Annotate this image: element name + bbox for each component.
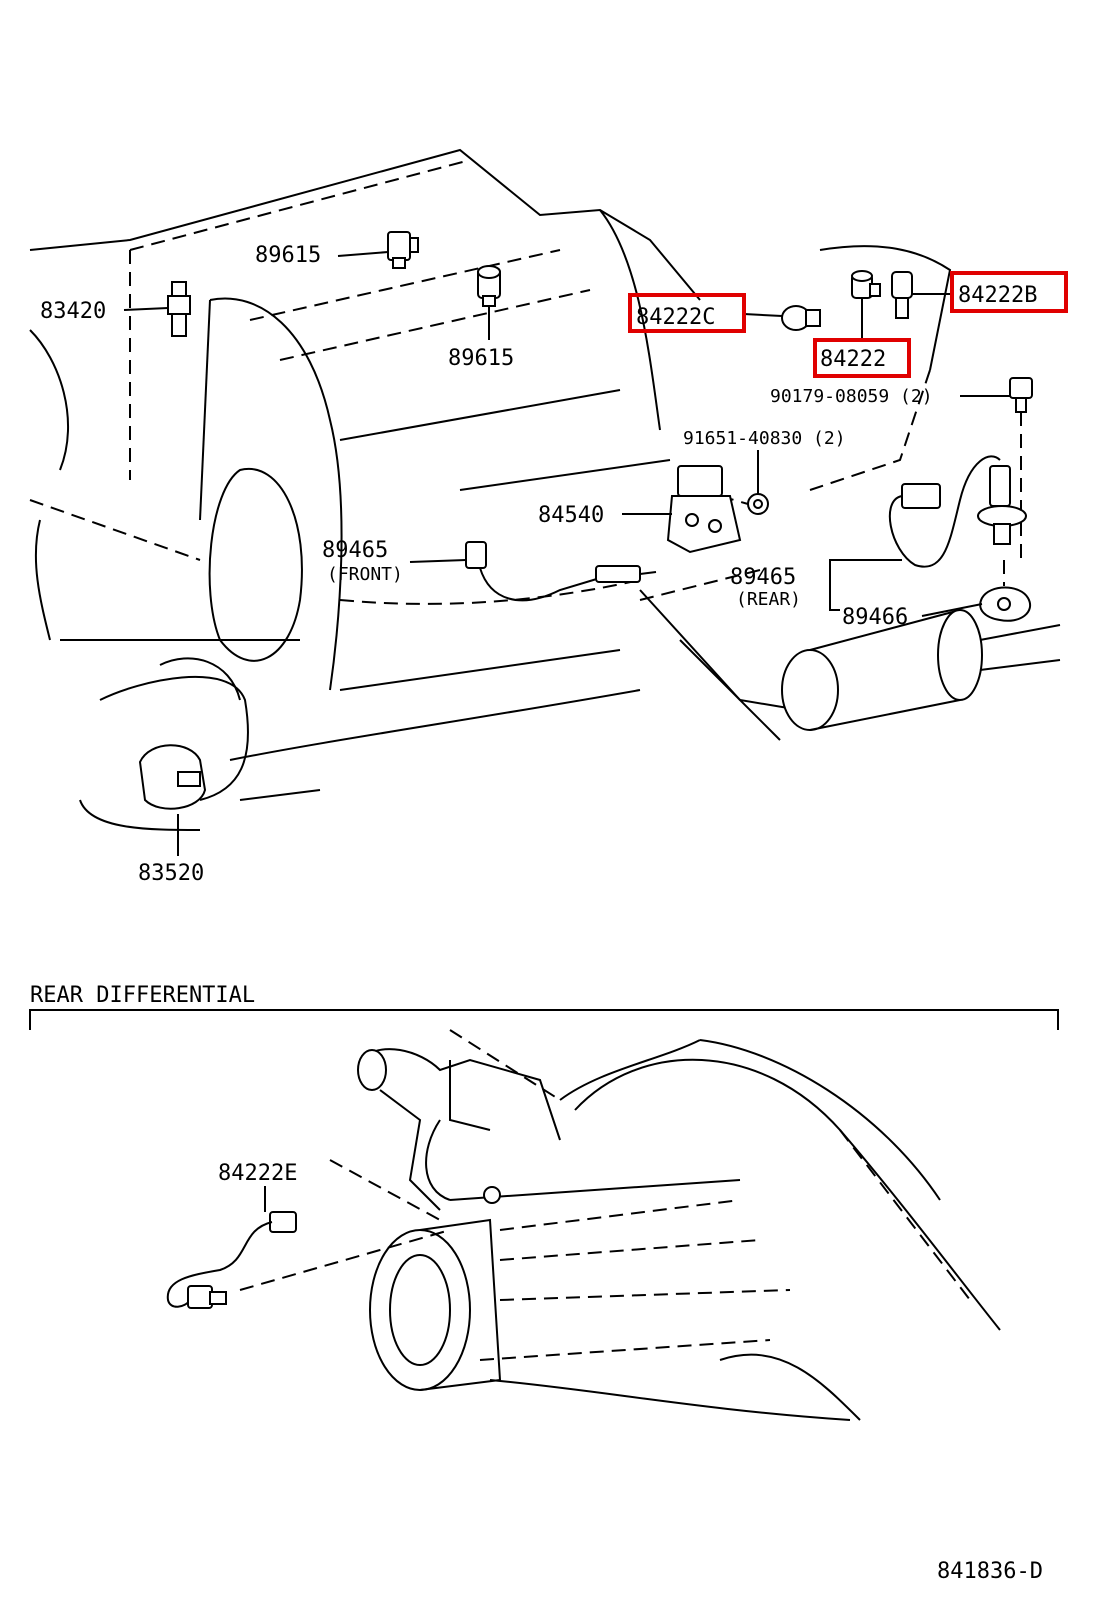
sensor-84222b[interactable]: [891, 271, 913, 319]
highlight-boxes: [628, 271, 1068, 378]
oxygen-sensor-front[interactable]: [465, 541, 657, 602]
label-90179: 90179-08059 (2): [770, 386, 933, 407]
gasket-89466[interactable]: [979, 586, 1031, 622]
oxygen-sensor-rear[interactable]: [888, 455, 1027, 568]
leader-lines: [123, 251, 1010, 856]
label-83520: 83520: [138, 861, 204, 886]
exhaust-system: [639, 245, 1061, 741]
label-89465-rear: 89465: [730, 565, 796, 590]
bolt-90179[interactable]: [1009, 377, 1033, 413]
label-84222: 84222: [820, 347, 886, 372]
label-84222e: 84222E: [218, 1161, 297, 1186]
highlight-84222: [813, 338, 911, 378]
label-84222b: 84222B: [958, 283, 1037, 308]
label-84222c: 84222C: [636, 305, 715, 330]
engine-outline: [29, 148, 761, 831]
label-rear: (REAR): [736, 589, 801, 610]
nut-91651[interactable]: [747, 493, 769, 515]
label-front: (FRONT): [327, 564, 403, 585]
highlight-84222c: [628, 293, 746, 333]
sensor-83520[interactable]: [138, 744, 207, 810]
sensor-84222e[interactable]: [166, 1211, 297, 1309]
sensor-83420[interactable]: [167, 281, 191, 337]
label-89466: 89466: [842, 605, 908, 630]
switch-84540[interactable]: [666, 465, 742, 554]
sensor-89615-middle[interactable]: [477, 265, 501, 307]
label-84540: 84540: [538, 503, 604, 528]
section-title-rear-differential: REAR DIFFERENTIAL: [30, 983, 255, 1008]
sensor-84222c[interactable]: [781, 305, 821, 331]
label-89615-middle: 89615: [448, 346, 514, 371]
section-bracket: [29, 1009, 1059, 1030]
diagram-code: 841836-D: [937, 1559, 1043, 1584]
sensor-84222[interactable]: [851, 270, 881, 299]
differential-outline: [239, 1029, 1001, 1421]
sensor-89615-top[interactable]: [387, 231, 419, 269]
highlight-84222b: [950, 271, 1068, 313]
label-89465-front: 89465: [322, 538, 388, 563]
label-91651: 91651-40830 (2): [683, 428, 846, 449]
label-89615-top: 89615: [255, 243, 321, 268]
label-83420: 83420: [40, 299, 106, 324]
